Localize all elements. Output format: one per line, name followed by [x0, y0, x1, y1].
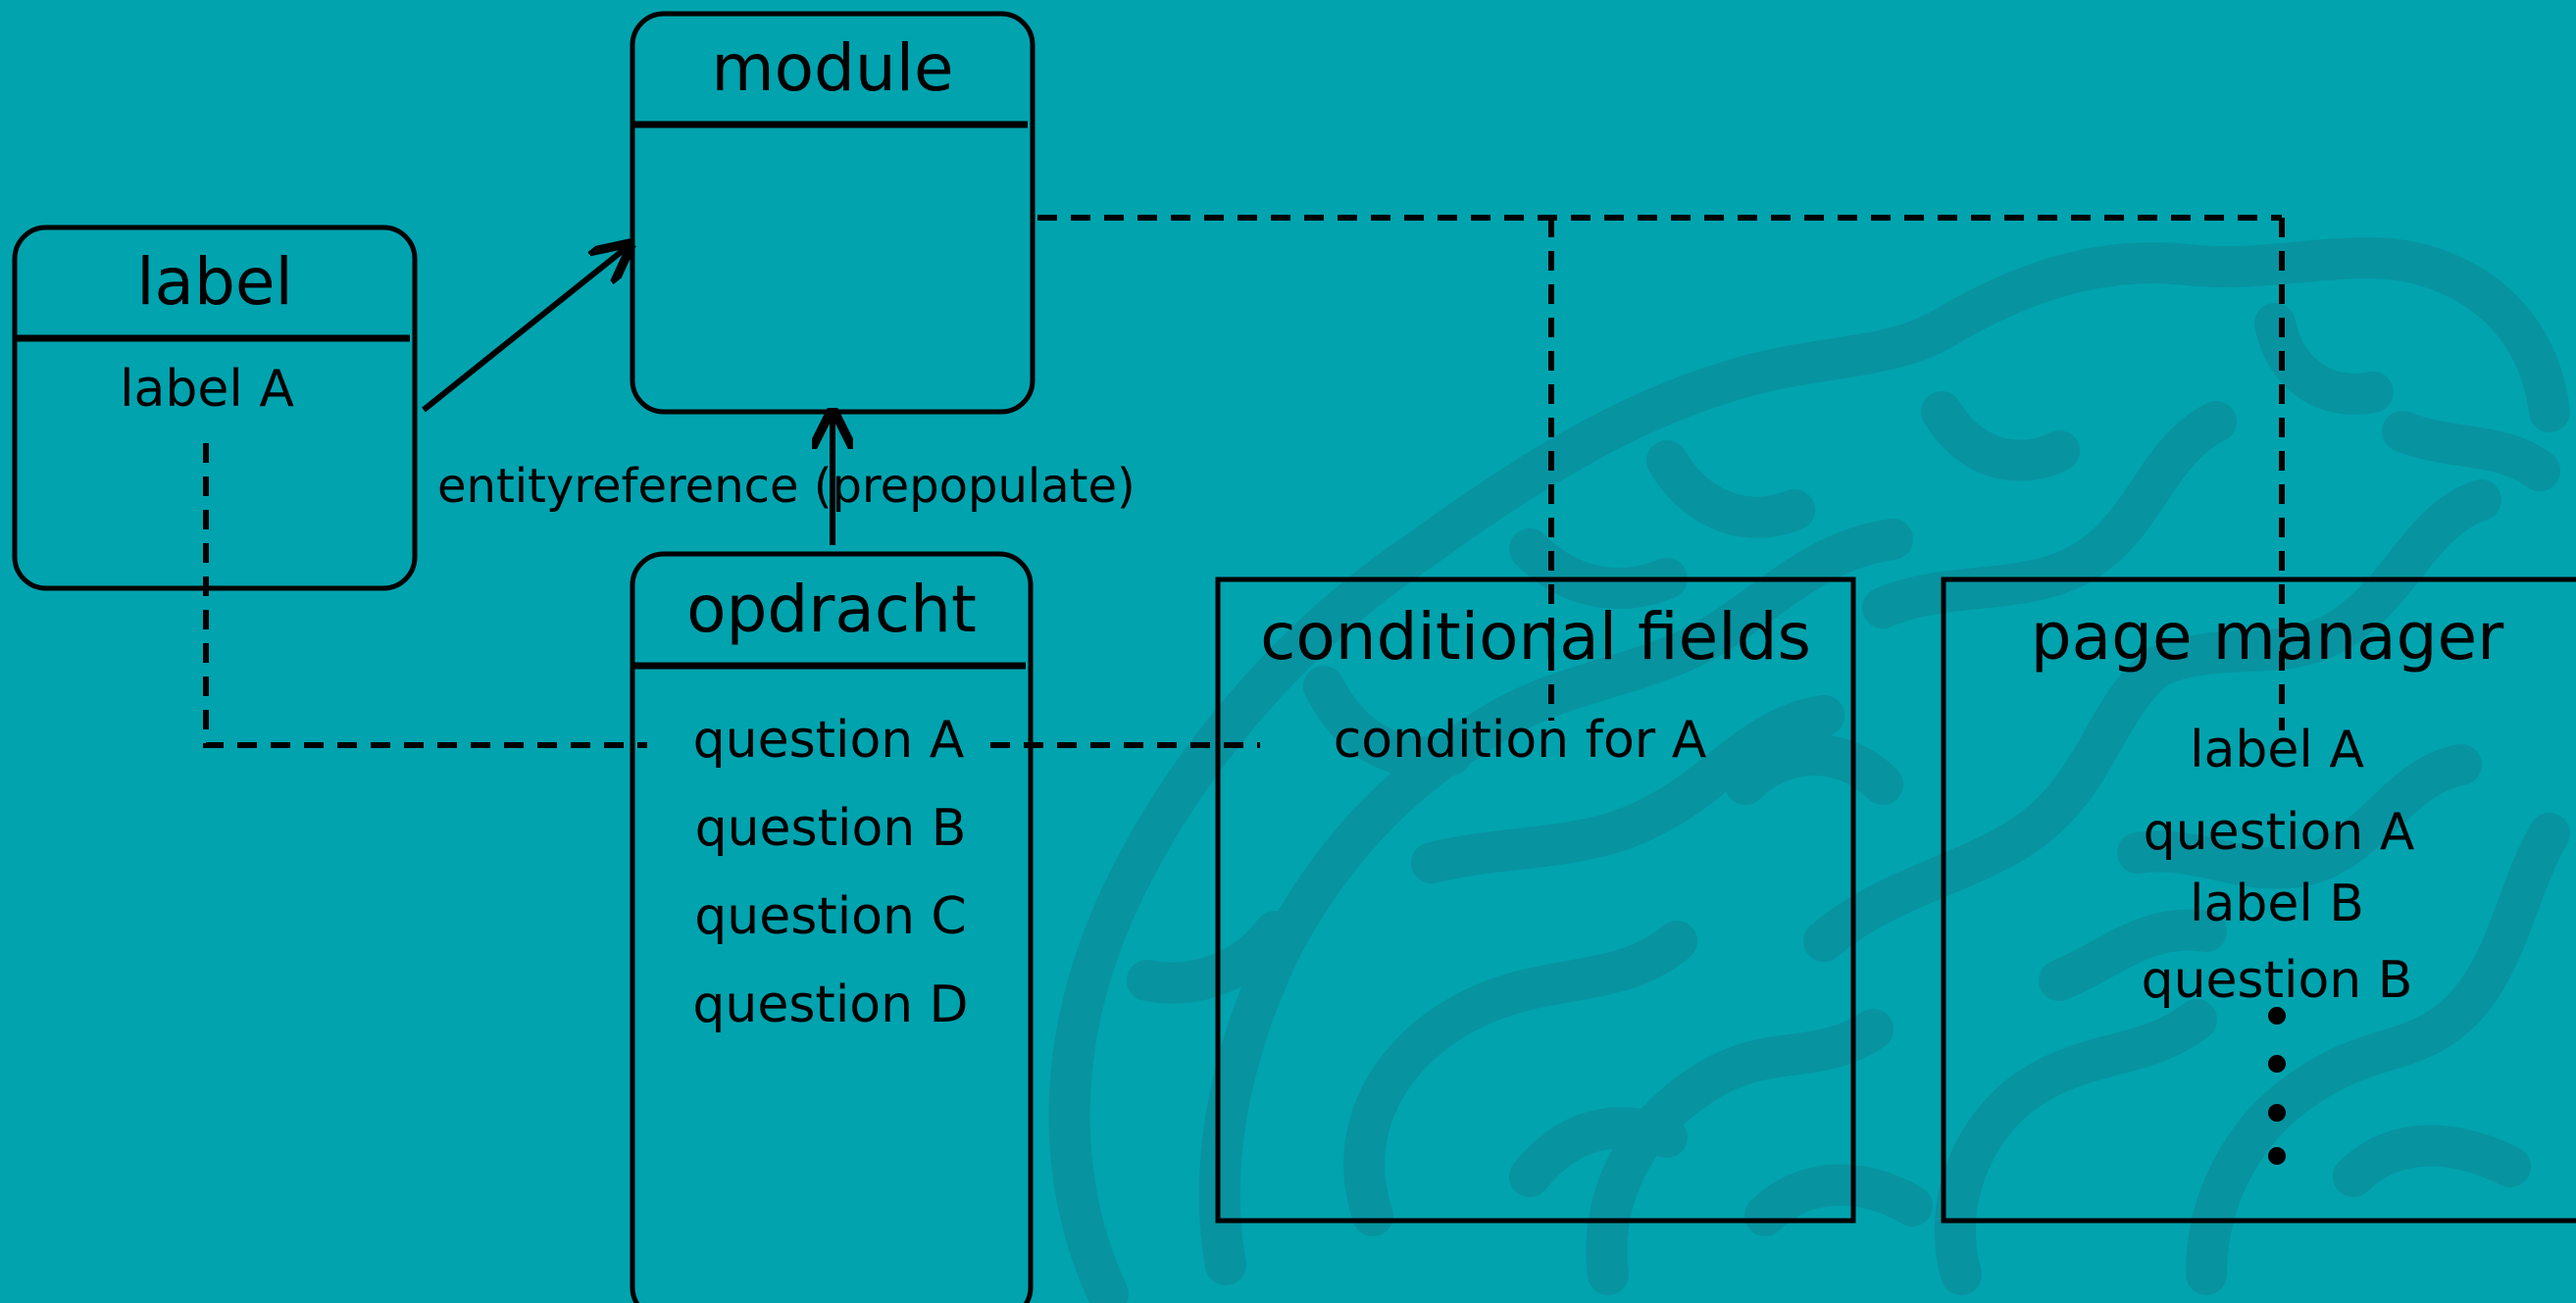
entity-module[interactable]: module	[630, 11, 1035, 415]
panel-page-manager-item: label A	[2190, 721, 2364, 779]
arrow-label-to-module	[422, 245, 630, 413]
entity-module-box	[630, 11, 1035, 415]
entity-opdracht-item: question C	[694, 887, 967, 946]
entity-label-title: label	[136, 244, 293, 320]
entity-opdracht-item: question D	[692, 976, 968, 1034]
panel-page-manager-item: question B	[2142, 951, 2413, 1010]
entity-label[interactable]: label label A	[12, 225, 418, 591]
entity-label-item: label A	[120, 360, 294, 419]
entity-opdracht-item: question B	[695, 799, 967, 858]
panel-page-manager-box	[1941, 576, 2576, 1224]
entity-opdracht-title: opdracht	[686, 572, 977, 647]
entity-opdracht[interactable]: opdracht question A question B question …	[630, 551, 1034, 1303]
panel-conditional-fields-title: conditional fields	[1260, 599, 1811, 675]
reference-lines	[203, 215, 2285, 748]
entity-label-box	[12, 225, 418, 591]
entity-opdracht-item: question A	[693, 711, 965, 770]
relation-label-entityreference: entityreference (prepopulate)	[437, 459, 1136, 514]
panel-conditional-fields[interactable]: conditional fields condition for A	[1215, 576, 1856, 1224]
panel-conditional-fields-item: condition for A	[1334, 711, 1707, 770]
panel-page-manager-item: question A	[2144, 803, 2415, 862]
panel-conditional-fields-box	[1215, 576, 1856, 1224]
panel-page-manager-title: page manager	[2031, 599, 2504, 675]
entity-module-title: module	[711, 30, 953, 106]
ellipsis-dots	[2268, 1007, 2286, 1165]
panel-page-manager[interactable]: page manager label A question A label B …	[1941, 576, 2576, 1224]
entity-opdracht-box	[630, 551, 1034, 1303]
brain-watermark	[1048, 236, 2570, 1303]
dotted-line-label-to-question-a	[203, 443, 647, 748]
panel-page-manager-item: label B	[2190, 875, 2364, 933]
